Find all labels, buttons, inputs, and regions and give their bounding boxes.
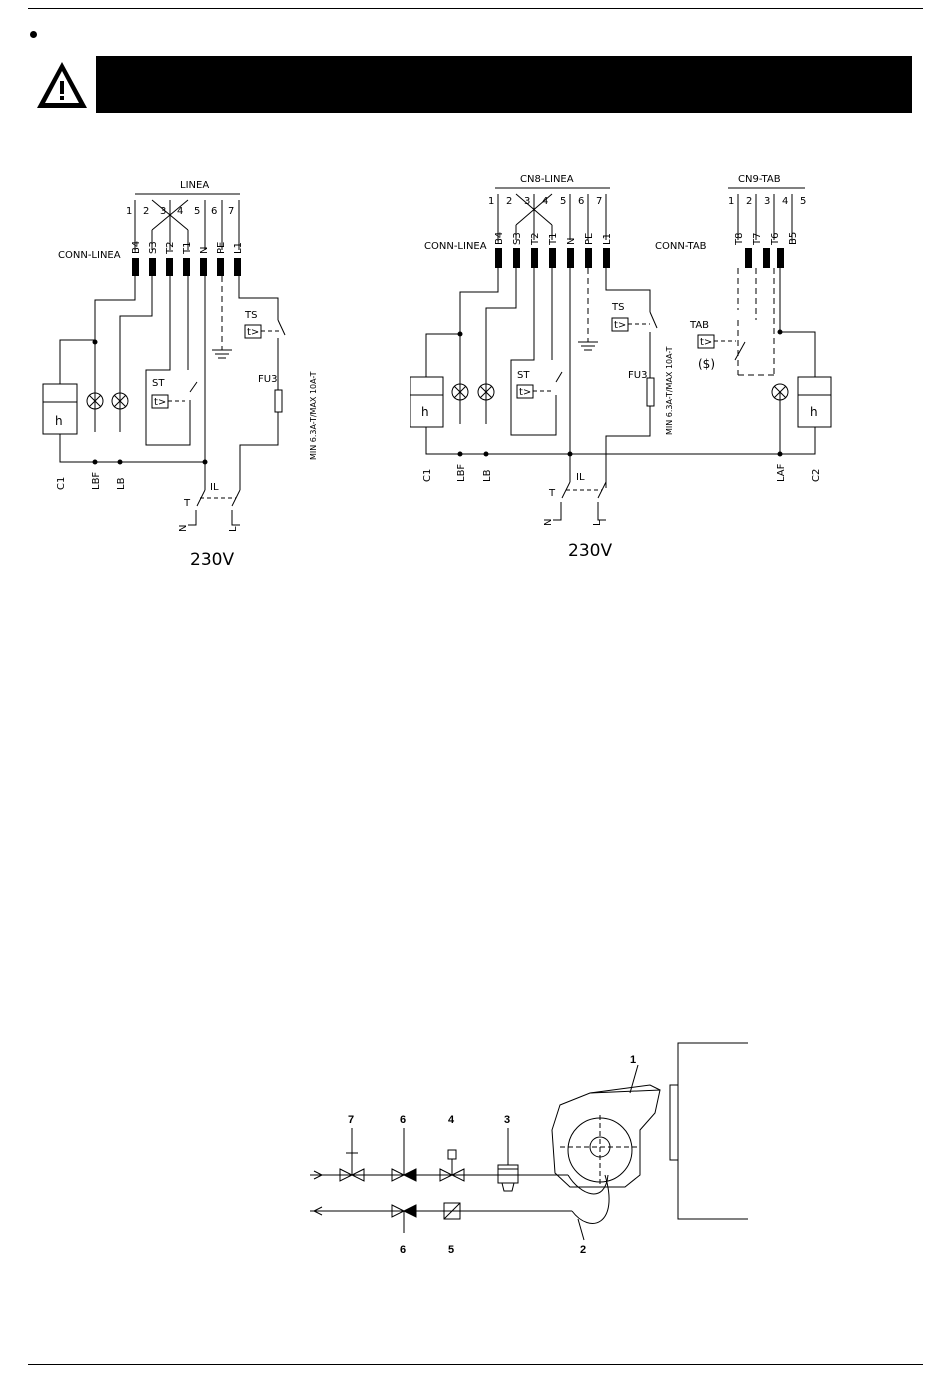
- bottom-rule: [28, 1364, 923, 1365]
- svg-text:S3: S3: [148, 241, 159, 254]
- svg-text:PE: PE: [216, 242, 227, 254]
- svg-text:T1: T1: [182, 242, 193, 255]
- svg-text:t>: t>: [247, 327, 259, 338]
- svg-text:1: 1: [488, 196, 494, 207]
- svg-text:T: T: [183, 498, 191, 509]
- svg-text:T: T: [548, 488, 556, 499]
- svg-text:5: 5: [194, 206, 200, 217]
- voltage-label: 230V: [190, 550, 234, 570]
- svg-text:L: L: [228, 526, 239, 532]
- svg-text:LAF: LAF: [776, 463, 787, 482]
- line-label: LINEA: [180, 180, 209, 191]
- svg-text:6: 6: [578, 196, 584, 207]
- svg-text:4: 4: [177, 206, 183, 217]
- wiring-diagram-right: CN8-LINEA 1 2 3 4 5 6 7 CONN-LINEA B4 S3…: [410, 174, 832, 561]
- svg-text:LBF: LBF: [91, 472, 102, 490]
- svg-text:4: 4: [448, 1114, 455, 1126]
- svg-text:IL: IL: [576, 472, 585, 483]
- svg-text:S3: S3: [512, 232, 523, 245]
- warning-triangle-icon: [37, 62, 87, 108]
- line-label: CN8-LINEA: [520, 174, 574, 185]
- warning-banner: [96, 56, 912, 113]
- svg-text:T2: T2: [530, 233, 541, 246]
- wiring-diagram-left: LINEA 1 2 3 4 5 6 7 CONN-LINEA B4 S3 T2 …: [42, 180, 318, 570]
- svg-text:C1: C1: [56, 477, 67, 490]
- svg-text:T2: T2: [165, 242, 176, 255]
- svg-text:h: h: [810, 405, 818, 419]
- top-rule: [28, 8, 923, 9]
- svg-text:ST: ST: [517, 370, 530, 381]
- svg-text:t>: t>: [154, 397, 166, 408]
- fu-label: FU3: [258, 374, 277, 385]
- svg-text:h: h: [55, 414, 63, 428]
- svg-text:TS: TS: [611, 302, 624, 313]
- svg-text:N: N: [543, 519, 554, 526]
- svg-text:T6: T6: [770, 233, 781, 246]
- svg-text:LB: LB: [116, 477, 127, 490]
- svg-text:C2: C2: [811, 469, 822, 482]
- svg-text:LBF: LBF: [456, 464, 467, 482]
- svg-text:7: 7: [348, 1114, 354, 1126]
- tab-conn-label: CONN-TAB: [655, 241, 707, 252]
- svg-text:FU3: FU3: [628, 370, 647, 381]
- svg-text:6: 6: [400, 1244, 406, 1256]
- svg-text:5: 5: [800, 196, 806, 207]
- svg-text:t>: t>: [614, 320, 626, 331]
- svg-text:6: 6: [400, 1114, 406, 1126]
- svg-text:N: N: [199, 247, 210, 254]
- svg-text:3: 3: [160, 206, 166, 217]
- svg-text:2: 2: [746, 196, 752, 207]
- svg-text:1: 1: [630, 1054, 636, 1066]
- il-label: IL: [210, 482, 219, 493]
- svg-text:CONN-LINEA: CONN-LINEA: [424, 241, 487, 252]
- svg-text:B5: B5: [788, 232, 799, 245]
- ts-label: TS: [244, 310, 257, 321]
- component-labels: C1 LBF LB: [56, 472, 127, 490]
- svg-text:4: 4: [542, 196, 548, 207]
- svg-text:3: 3: [504, 1114, 510, 1126]
- svg-text:1: 1: [126, 206, 132, 217]
- svg-text:T7: T7: [752, 233, 763, 246]
- svg-text:t>: t>: [519, 387, 531, 398]
- pin-numbers: 1 2 3 4 5 6 7: [126, 206, 234, 217]
- svg-text:N: N: [566, 238, 577, 245]
- svg-text:2: 2: [580, 1244, 586, 1256]
- svg-text:PE: PE: [584, 233, 595, 245]
- svg-text:230V: 230V: [568, 541, 612, 561]
- svg-text:h: h: [421, 405, 429, 419]
- svg-text:2: 2: [143, 206, 149, 217]
- pin-codes: B4 S3 T2 T1 N PE L1: [131, 241, 244, 255]
- svg-text:4: 4: [782, 196, 788, 207]
- svg-text:2: 2: [506, 196, 512, 207]
- fuel-line-diagram: 1 2 3 4 5 6 6 7: [310, 1042, 748, 1256]
- svg-text:L1: L1: [602, 233, 613, 245]
- svg-text:7: 7: [228, 206, 234, 217]
- svg-text:5: 5: [448, 1244, 454, 1256]
- svg-text:T8: T8: [734, 233, 745, 246]
- fuse-rating: MIN 6.3A-T/MAX 10A-T: [309, 371, 318, 460]
- svg-text:3: 3: [764, 196, 770, 207]
- svg-text:T1: T1: [548, 233, 559, 246]
- svg-text:6: 6: [211, 206, 217, 217]
- svg-text:N: N: [178, 525, 189, 532]
- bullet-dot: [30, 31, 37, 38]
- tab-label: TAB: [689, 320, 709, 331]
- conn-label: CONN-LINEA: [58, 250, 121, 261]
- svg-text:1: 1: [728, 196, 734, 207]
- svg-text:5: 5: [560, 196, 566, 207]
- svg-text:B4: B4: [494, 232, 505, 245]
- svg-text:LB: LB: [482, 469, 493, 482]
- svg-text:($): ($): [698, 357, 715, 371]
- svg-text:L1: L1: [233, 242, 244, 254]
- svg-text:C1: C1: [422, 469, 433, 482]
- callout-numbers: 1 2 3 4 5 6 6 7: [348, 1054, 636, 1256]
- svg-text:MIN 6.3A-T/MAX 10A-T: MIN 6.3A-T/MAX 10A-T: [665, 346, 674, 435]
- svg-text:t>: t>: [700, 337, 712, 348]
- svg-text:3: 3: [524, 196, 530, 207]
- tab-line-label: CN9-TAB: [738, 174, 781, 185]
- svg-text:7: 7: [596, 196, 602, 207]
- svg-text:B4: B4: [131, 241, 142, 254]
- st-label: ST: [152, 378, 165, 389]
- svg-text:L: L: [592, 520, 603, 526]
